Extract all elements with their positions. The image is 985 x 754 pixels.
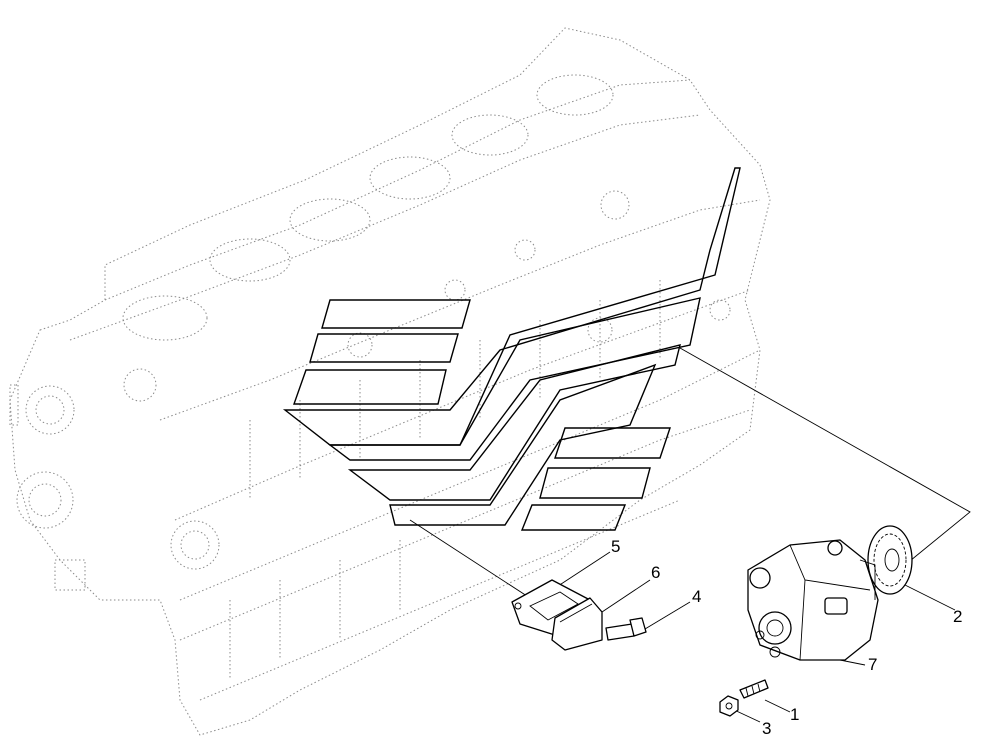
callout-4: 4 bbox=[692, 587, 701, 606]
callout-5: 5 bbox=[611, 537, 620, 556]
pump-part-7 bbox=[747, 539, 879, 661]
nut-part-3 bbox=[719, 695, 739, 717]
cover-plate-part-6 bbox=[551, 597, 603, 651]
stud-part-1 bbox=[739, 679, 769, 699]
callout-2: 2 bbox=[953, 607, 962, 626]
callout-3: 3 bbox=[762, 719, 771, 738]
callout-6: 6 bbox=[651, 563, 660, 582]
gear-part-2 bbox=[867, 525, 913, 595]
manufacturer-logo bbox=[282, 167, 741, 531]
engine-block-ghost bbox=[9, 27, 771, 736]
callout-7: 7 bbox=[868, 655, 877, 674]
callout-labels: 1 2 3 4 5 6 7 bbox=[611, 537, 962, 738]
leader-lines bbox=[409, 347, 971, 723]
screw-part-4 bbox=[605, 617, 647, 641]
callout-1: 1 bbox=[790, 705, 799, 724]
